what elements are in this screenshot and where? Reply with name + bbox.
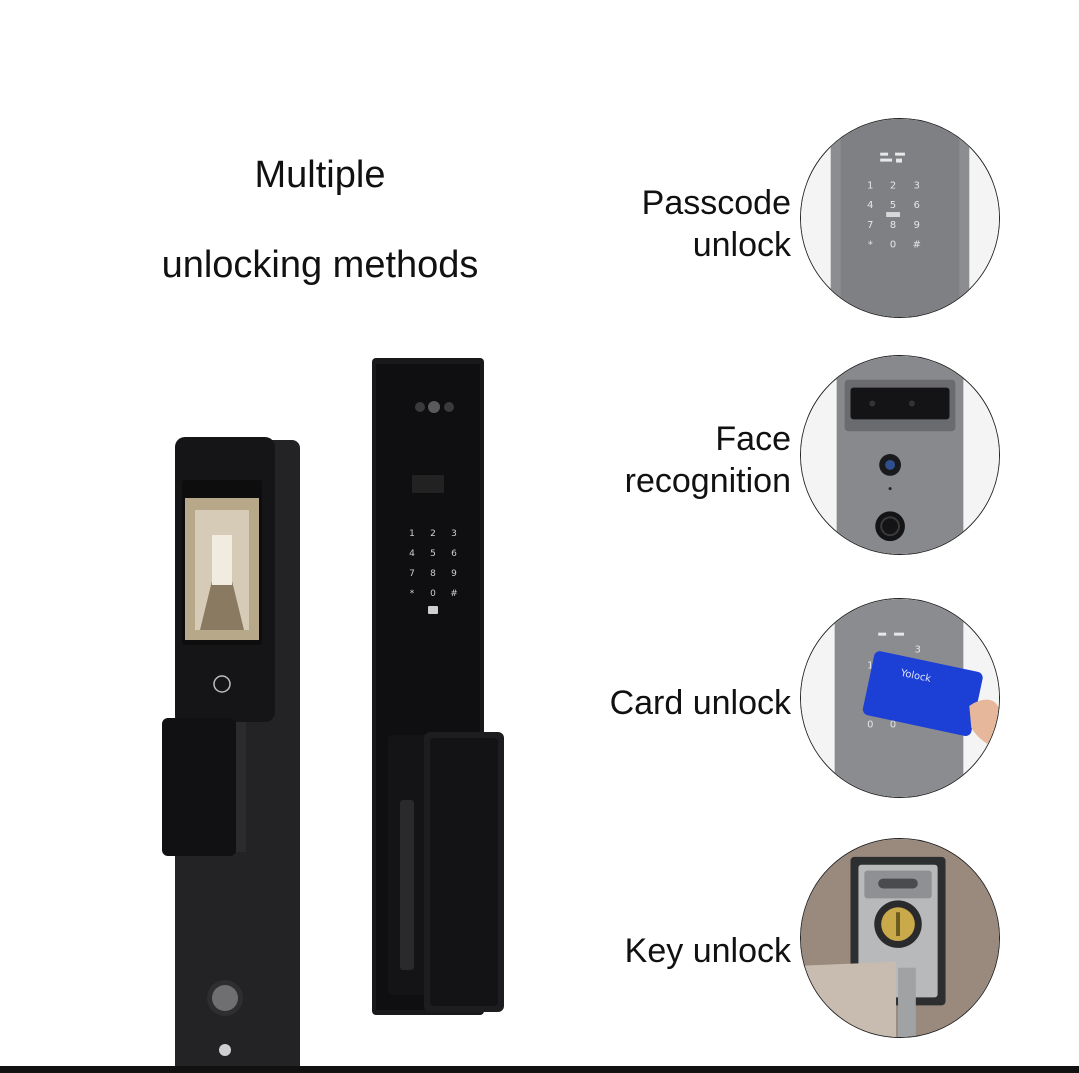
key-label-line1: Key unlock [624, 932, 791, 970]
svg-text:#: # [913, 240, 921, 251]
bottom-divider [0, 1066, 1079, 1073]
svg-text:9: 9 [451, 569, 457, 579]
svg-text:5: 5 [430, 549, 436, 559]
svg-text:1: 1 [409, 529, 415, 539]
card-label: Card unlock [610, 682, 791, 724]
svg-text:8: 8 [890, 220, 896, 231]
svg-text:3: 3 [914, 180, 920, 191]
svg-text:0: 0 [890, 720, 896, 731]
key-cylinder-closeup-icon [801, 839, 999, 1037]
svg-text:1: 1 [867, 180, 873, 191]
svg-text:0: 0 [867, 720, 873, 731]
passcode-label: Passcode unlock [642, 182, 791, 266]
keypad-closeup-icon: 1 2 3 4 5 6 7 8 9 * 0 # [801, 119, 999, 317]
key-label: Key unlock [625, 930, 791, 972]
svg-text:8: 8 [430, 569, 436, 579]
key-closeup-image [800, 838, 1000, 1038]
heading-line-2: unlocking methods [161, 244, 479, 286]
svg-text:5: 5 [890, 200, 896, 211]
passcode-closeup-image: 1 2 3 4 5 6 7 8 9 * 0 # [800, 118, 1000, 318]
svg-text:9: 9 [914, 220, 920, 231]
svg-text:3: 3 [915, 644, 921, 655]
svg-text:*: * [868, 240, 873, 251]
face-label-line2: recognition [624, 462, 791, 500]
svg-text:1: 1 [867, 660, 873, 671]
passcode-label-line2: unlock [692, 226, 791, 264]
heading-line-1: Multiple [254, 154, 386, 196]
camera-closeup-icon [801, 356, 999, 554]
svg-text:2: 2 [430, 529, 436, 539]
svg-text:*: * [410, 589, 415, 599]
smart-lock-icon: 1 2 3 4 5 6 7 8 9 * 0 # [162, 358, 504, 1073]
card-label-line1: Card unlock [609, 684, 791, 722]
svg-text:0: 0 [890, 240, 896, 251]
face-closeup-image [800, 355, 1000, 555]
svg-text:3: 3 [451, 529, 457, 539]
svg-text:7: 7 [867, 220, 873, 231]
svg-text:#: # [450, 589, 458, 599]
svg-text:2: 2 [890, 180, 896, 191]
smart-lock-product-image: 1 2 3 4 5 6 7 8 9 * 0 # [140, 340, 540, 1073]
svg-text:0: 0 [430, 589, 436, 599]
svg-text:6: 6 [914, 200, 920, 211]
face-label: Face recognition [625, 418, 791, 502]
passcode-label-line1: Passcode [641, 184, 791, 222]
svg-text:6: 6 [451, 549, 457, 559]
face-label-line1: Face [715, 420, 791, 458]
svg-text:4: 4 [409, 549, 415, 559]
svg-text:4: 4 [867, 200, 873, 211]
svg-text:7: 7 [409, 569, 415, 579]
